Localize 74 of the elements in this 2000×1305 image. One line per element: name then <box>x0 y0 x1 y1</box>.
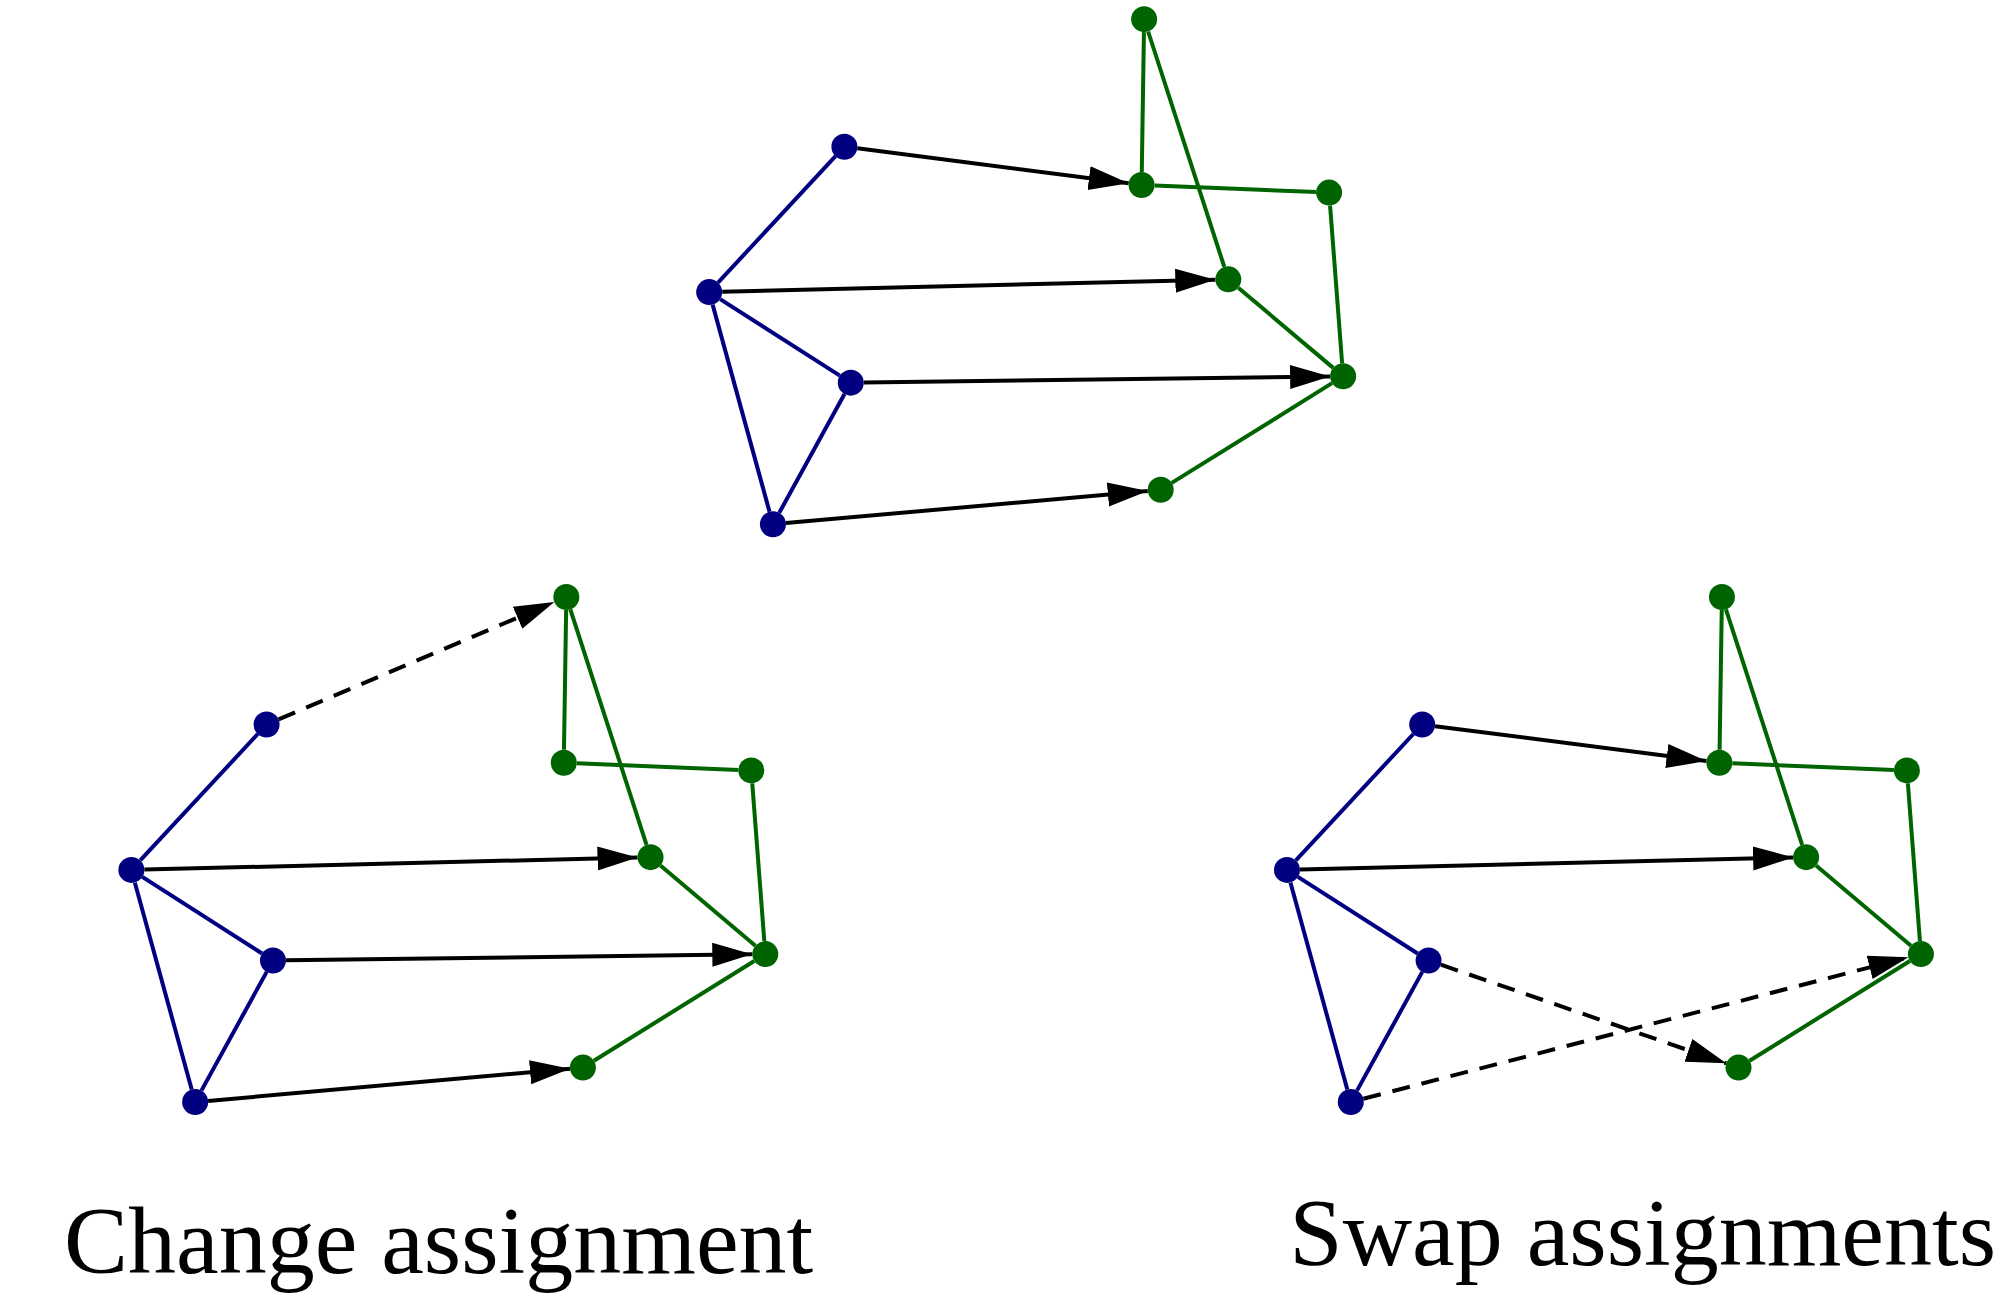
arrow <box>277 600 556 722</box>
edge-line <box>562 609 569 750</box>
arrow <box>1362 955 1909 1101</box>
edge-line <box>659 864 757 948</box>
edge-line <box>1236 286 1335 370</box>
graph-node <box>569 1054 596 1081</box>
graph-node <box>1337 1089 1364 1116</box>
arrow <box>207 1060 571 1103</box>
graph-node <box>1409 711 1436 738</box>
graph-node <box>1147 476 1174 503</box>
edge-line <box>1355 970 1425 1092</box>
edge-line <box>141 875 264 956</box>
edge-line <box>568 608 649 846</box>
graph-node <box>1316 179 1343 206</box>
edge-line <box>1748 959 1911 1063</box>
graph-node <box>253 711 280 738</box>
edge-line <box>719 297 841 378</box>
edge-line <box>1905 783 1922 942</box>
edge-line <box>1288 881 1350 1091</box>
arrow <box>1434 724 1707 768</box>
graph-node <box>738 757 765 784</box>
edge-line <box>710 304 772 513</box>
graph-node <box>1131 6 1158 33</box>
graph-node <box>1215 266 1242 293</box>
graph-node <box>1128 171 1155 198</box>
graph-node <box>553 583 580 610</box>
edge-line <box>576 761 739 772</box>
graph-node <box>259 947 286 974</box>
edge-line <box>138 732 260 862</box>
graph-node <box>550 749 577 776</box>
graph-node <box>837 369 864 396</box>
graph-node <box>118 856 145 883</box>
arrow <box>285 942 753 967</box>
edge-line <box>716 154 837 284</box>
graph-node <box>831 133 858 160</box>
panel-caption: Swap assignments <box>1289 1180 1996 1286</box>
graph-node <box>1706 749 1733 776</box>
graph-node <box>1907 941 1934 968</box>
graph-node <box>1708 583 1735 610</box>
graph-node <box>182 1089 209 1116</box>
arrow <box>785 482 1148 526</box>
graph-node <box>759 511 786 538</box>
graph-node <box>1330 363 1357 390</box>
edge-line <box>199 970 269 1092</box>
arrow <box>1299 846 1794 872</box>
graph-node <box>1415 947 1442 974</box>
edge-line <box>592 959 756 1063</box>
arrow <box>857 146 1129 191</box>
edge-line <box>1146 30 1227 268</box>
arrow <box>144 846 638 872</box>
graph-node <box>1274 856 1300 883</box>
edge-line <box>1732 761 1894 772</box>
edge-line <box>1814 864 1913 948</box>
edge-line <box>1328 205 1345 364</box>
arrow <box>722 268 1216 294</box>
edge-line <box>1294 732 1415 862</box>
panel-caption: Change assignment <box>64 1188 814 1294</box>
edge-line <box>1170 381 1334 485</box>
edge-line <box>750 783 767 942</box>
arrow <box>863 364 1331 389</box>
graph-node <box>1725 1054 1752 1081</box>
edge-line <box>777 393 847 514</box>
edge-line <box>1139 32 1146 172</box>
edge-line <box>132 881 194 1091</box>
graph-node <box>752 941 779 968</box>
edge-line <box>1154 183 1317 195</box>
graph-node <box>1793 844 1820 871</box>
graph-node <box>637 844 664 871</box>
arrow <box>1440 962 1727 1066</box>
edge-line <box>1296 875 1419 956</box>
graph-node <box>1893 757 1920 784</box>
graph-node <box>696 279 723 306</box>
edge-line <box>1724 608 1805 846</box>
edge-line <box>1717 609 1724 750</box>
